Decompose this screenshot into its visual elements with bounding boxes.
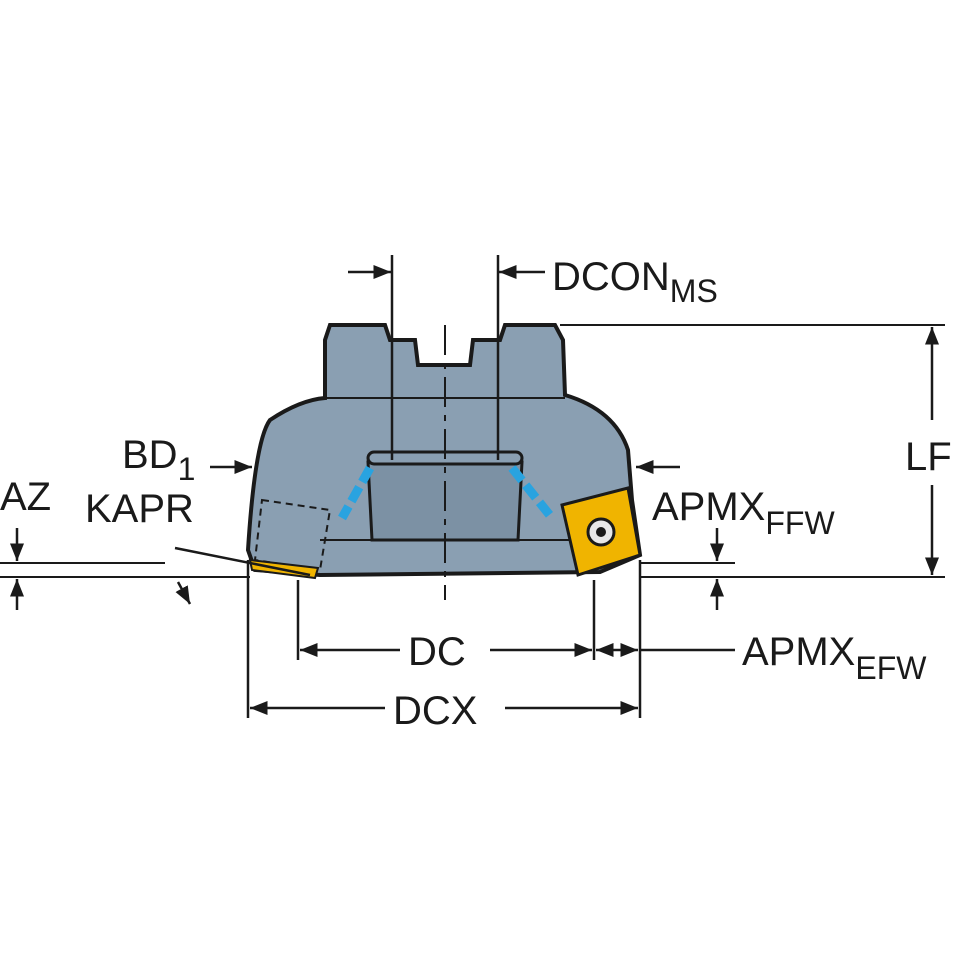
lf-label: LF [905, 435, 952, 479]
insert-screw-head [596, 527, 606, 537]
dimension-bd-kapr: BD1 KAPR [85, 433, 311, 605]
dimension-dcon: DCONMS [348, 255, 718, 460]
dcon-label: DCON [552, 255, 670, 299]
kapr-arc-arrow [175, 581, 192, 605]
dimension-lf: LF [560, 324, 952, 578]
apmx-efw-label: APMX [742, 630, 855, 674]
kapr-label: KAPR [85, 487, 194, 531]
bd-subscript: 1 [178, 451, 196, 487]
coolant-channel-right [508, 465, 556, 521]
svg-text:BD1: BD1 [122, 433, 195, 487]
dimension-dcx: DCX [246, 560, 638, 733]
coolant-channel-left [338, 465, 374, 521]
dimension-dc: DC [296, 580, 596, 674]
dimension-az: AZ [0, 475, 250, 610]
kapr-edge-line [174, 546, 311, 577]
bd-label: BD [122, 433, 178, 477]
apmx-ffw-subscript: FFW [765, 505, 835, 541]
dimension-apmx-efw: APMXEFW [596, 560, 927, 718]
dcon-subscript: MS [670, 273, 718, 309]
apmx-ffw-label: APMX [652, 485, 765, 529]
dcx-label: DCX [393, 689, 477, 733]
svg-text:APMXEFW: APMXEFW [742, 630, 927, 686]
svg-text:APMXFFW: APMXFFW [652, 485, 835, 541]
az-label: AZ [0, 475, 51, 519]
apmx-efw-subscript: EFW [855, 650, 927, 686]
dimension-apmx-ffw: APMXFFW [636, 460, 835, 610]
dc-label: DC [408, 630, 466, 674]
svg-text:DCONMS: DCONMS [552, 255, 718, 309]
